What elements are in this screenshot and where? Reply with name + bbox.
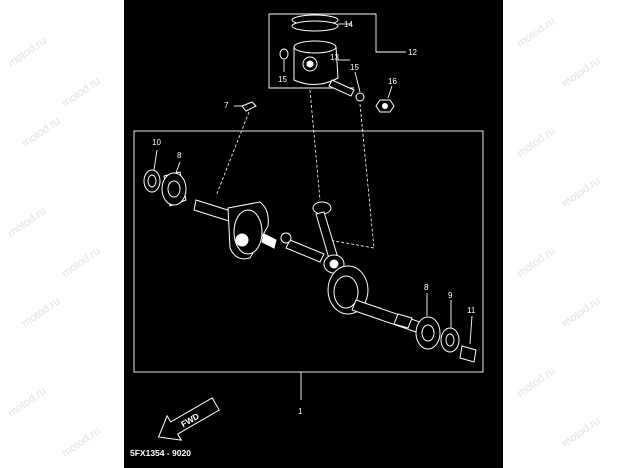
parts-diagram-panel: FWD 1 7 8 8 9 10 11 12 13 14 15 15 16 5F…	[124, 0, 503, 468]
piston-assembly-line	[309, 89, 321, 201]
callout-14: 14	[344, 20, 353, 29]
watermark: motod.ru	[6, 35, 49, 70]
leader-11	[469, 315, 473, 345]
callout-9: 9	[448, 291, 453, 300]
watermark: motod.ru	[515, 15, 558, 50]
callout-13: 13	[330, 53, 339, 62]
crank-pin	[280, 232, 325, 263]
bearing-left	[161, 171, 187, 207]
watermark: motod.ru	[560, 415, 603, 450]
circlip-left	[279, 48, 289, 60]
key-assembly-line	[215, 111, 250, 197]
watermark: motod.ru	[560, 55, 603, 90]
woodruff-key	[241, 101, 257, 112]
watermark: motod.ru	[560, 175, 603, 210]
watermark: motod.ru	[20, 295, 63, 330]
watermark: motod.ru	[515, 125, 558, 160]
fwd-arrow: FWD	[157, 397, 220, 441]
callout-10: 10	[152, 138, 161, 147]
callout-11: 11	[467, 306, 476, 315]
diagram-code: 5FX1354 - 9020	[130, 448, 191, 458]
watermark: motod.ru	[515, 245, 558, 280]
crankshaft-piston-exploded-diagram: FWD 1 7 8 8 9 10 11 12 13 14 15 15 16 5F…	[130, 13, 484, 458]
small-end-bearing	[375, 99, 395, 113]
callout-16: 16	[388, 77, 397, 86]
piston-rings	[291, 14, 339, 32]
leader-10	[153, 149, 158, 171]
pin-assembly-line	[328, 103, 375, 249]
watermark: motod.ru	[6, 385, 49, 420]
watermark: motod.ru	[60, 245, 103, 280]
connecting-rod	[312, 201, 345, 274]
callout-12: 12	[408, 48, 417, 57]
watermark: motod.ru	[60, 75, 103, 110]
crankshaft-assembly-frame	[133, 130, 484, 373]
piston	[293, 40, 339, 85]
oil-seal-left	[143, 169, 161, 193]
bearing-right	[415, 316, 441, 350]
watermark: motod.ru	[560, 295, 603, 330]
piston-pin	[328, 79, 355, 97]
watermark: motod.ru	[6, 205, 49, 240]
callout-1: 1	[298, 407, 303, 416]
leader-8a	[175, 161, 181, 174]
callout-15: 15	[278, 75, 287, 84]
watermark: motod.ru	[60, 425, 103, 460]
callout-7: 7	[224, 101, 229, 110]
watermark: motod.ru	[515, 365, 558, 400]
callout-8: 8	[177, 151, 182, 160]
callout-15: 15	[350, 63, 359, 72]
watermark: motod.ru	[20, 115, 63, 150]
leader-15b	[354, 71, 361, 93]
leader-16	[387, 85, 393, 99]
piston-group-frame	[268, 13, 378, 89]
crankshaft-right-half	[327, 265, 421, 333]
oil-seal-right	[440, 327, 460, 353]
spacer-collar	[459, 345, 477, 363]
callout-8: 8	[424, 283, 429, 292]
circlip-right	[355, 92, 365, 102]
crankshaft-left-half	[193, 199, 277, 260]
